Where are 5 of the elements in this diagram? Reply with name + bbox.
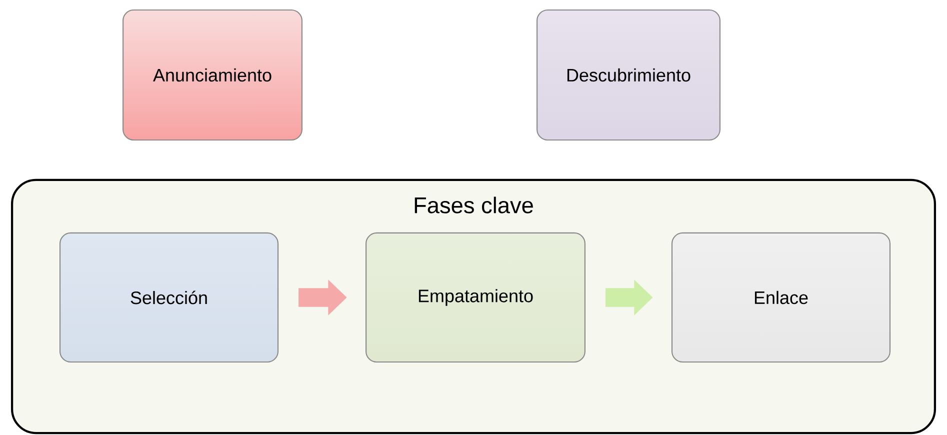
process-box: Anunciamiento	[122, 9, 302, 141]
process-box: Descubrimiento	[536, 9, 720, 141]
process-box: Empatamiento	[366, 232, 586, 363]
process-box: Selección	[59, 232, 279, 363]
process-box: Enlace	[671, 232, 891, 363]
